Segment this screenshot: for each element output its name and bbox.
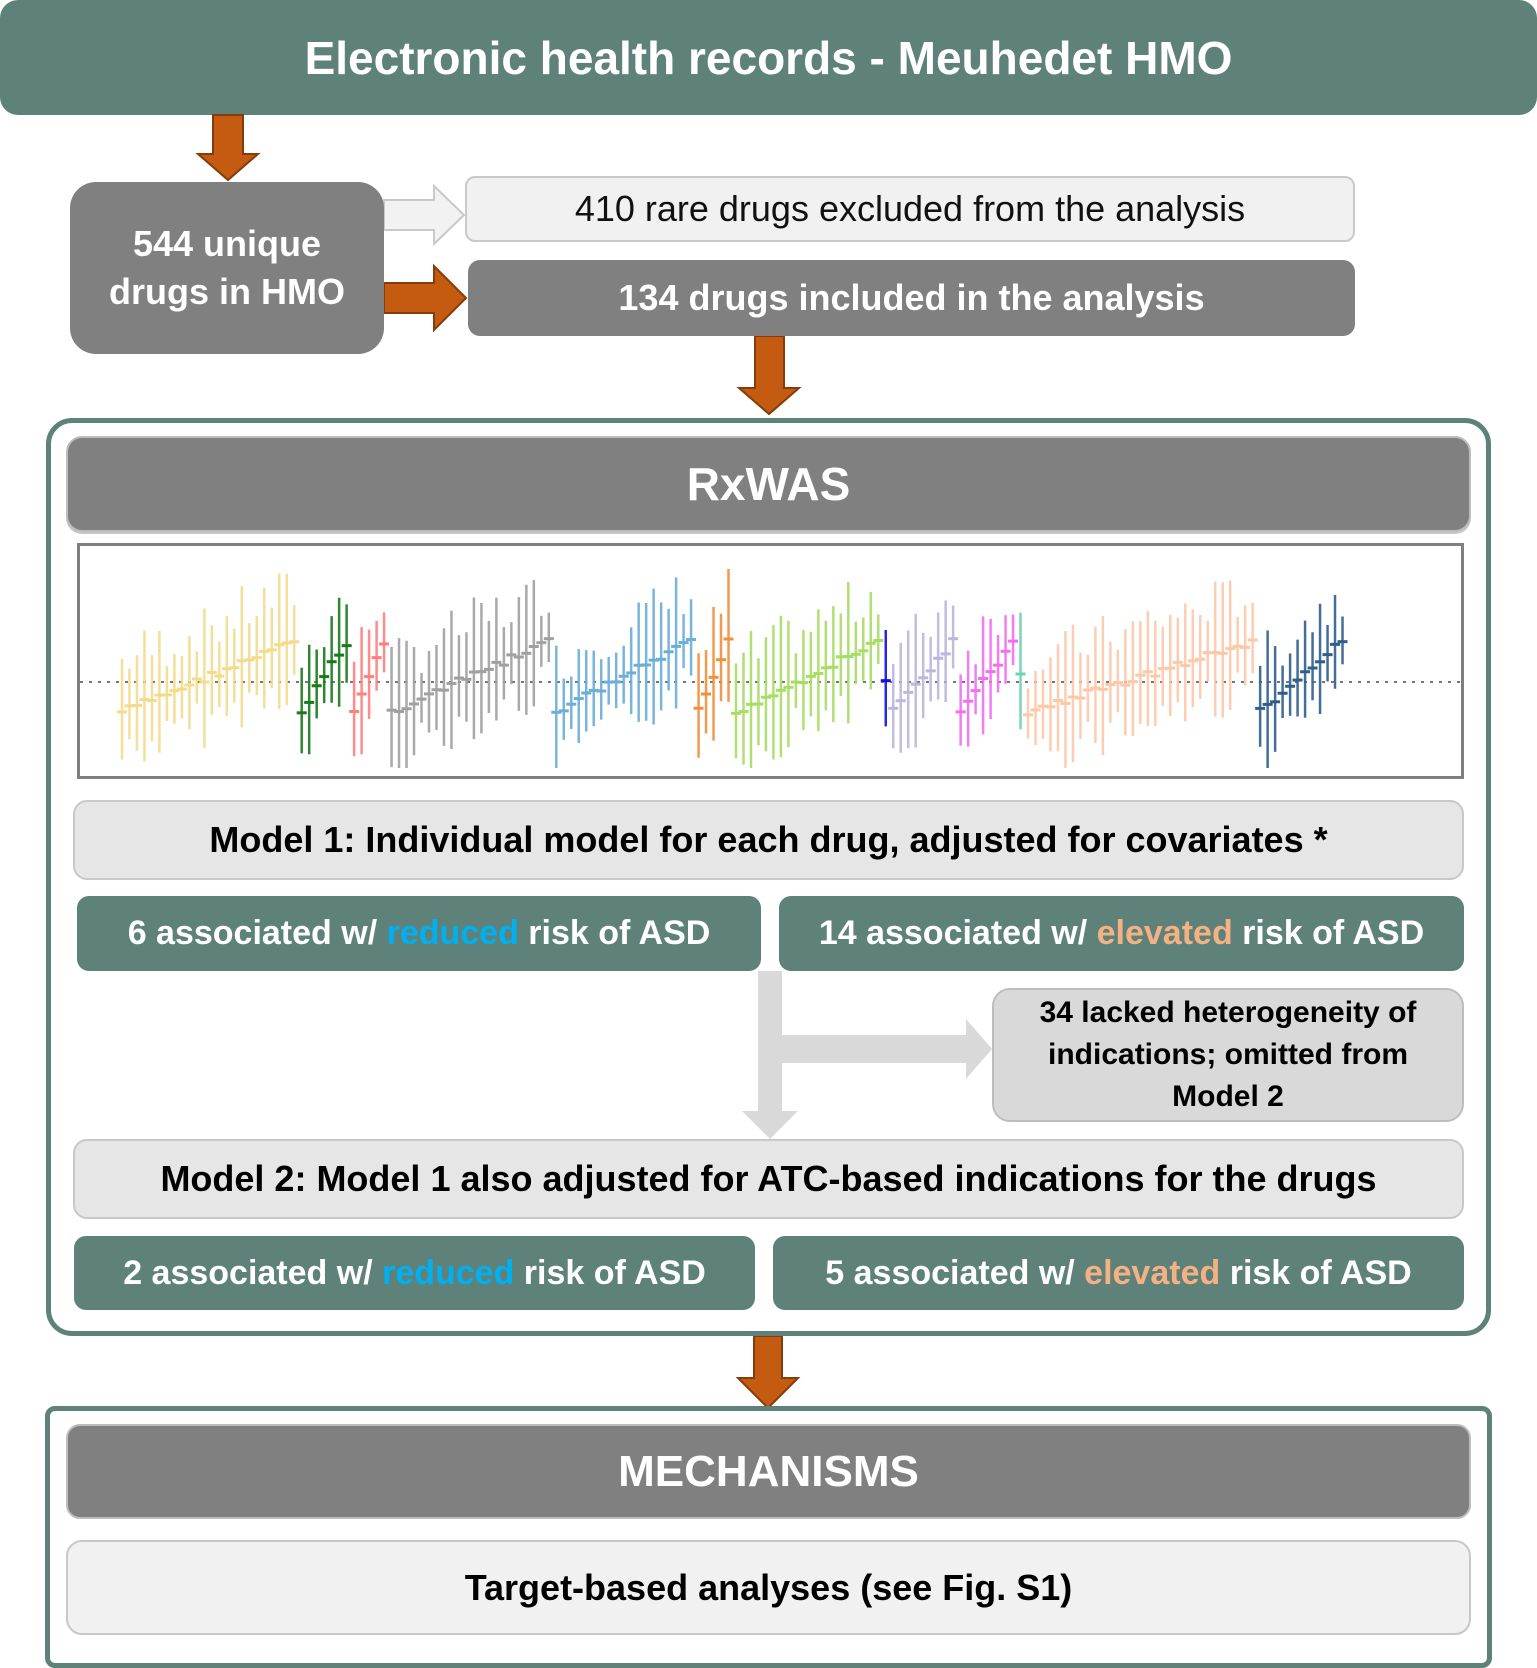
model2-reduced-prefix: 2 associated w/: [123, 1253, 383, 1292]
model1-reduced-suffix: risk of ASD: [518, 914, 711, 952]
model2-label: Model 2: Model 1 also adjusted for ATC-b…: [160, 1158, 1377, 1199]
included-drugs-box: 134 drugs included in the analysis: [468, 260, 1355, 336]
mechanisms-arrow: [735, 1336, 801, 1410]
down-arrow-icon: [195, 114, 261, 182]
model1-elevated-box: 14 associated w/ elevated risk of ASD: [779, 896, 1464, 971]
forest-plot: [80, 569, 1461, 768]
rxwas-title-label: RxWAS: [686, 458, 851, 510]
model2-box: Model 2: Model 1 also adjusted for ATC-b…: [73, 1139, 1464, 1219]
model1-elevated-prefix: 14 associated w/: [818, 914, 1097, 952]
right-arrow-orange-icon: [383, 263, 468, 333]
ehr-banner: Electronic health records - Meuhedet HMO: [0, 0, 1537, 115]
lacked-line1: 34 lacked heterogeneity of: [1039, 996, 1417, 1029]
model2-reduced-box: 2 associated w/ reduced risk of ASD: [74, 1236, 755, 1310]
lacked-heterogeneity-box: 34 lacked heterogeneity of indications; …: [992, 988, 1464, 1122]
model2-elevated-highlight: elevated: [1084, 1253, 1221, 1292]
model2-elevated-box: 5 associated w/ elevated risk of ASD: [773, 1236, 1464, 1310]
model2-reduced-suffix: risk of ASD: [514, 1253, 706, 1292]
lacked-line2: indications; omitted from: [1048, 1038, 1408, 1071]
mechanisms-title: MECHANISMS: [66, 1424, 1471, 1519]
branch-arrow: [742, 971, 992, 1139]
target-analyses-label: Target-based analyses (see Fig. S1): [464, 1566, 1073, 1608]
target-analyses-box: Target-based analyses (see Fig. S1): [66, 1540, 1471, 1635]
unique-drugs-line2: drugs in HMO: [109, 271, 345, 312]
model1-elevated-highlight: elevated: [1096, 914, 1233, 952]
model1-elevated-suffix: risk of ASD: [1232, 914, 1425, 952]
rxwas-title: RxWAS: [66, 436, 1471, 532]
top-arrows: [195, 114, 802, 416]
branch-arrow-icon: [742, 971, 992, 1139]
included-drugs-label: 134 drugs included in the analysis: [618, 277, 1205, 318]
down-arrow-icon: [736, 335, 802, 416]
model1-label: Model 1: Individual model for each drug,…: [209, 819, 1328, 860]
right-arrow-light-icon: [383, 183, 466, 247]
excluded-drugs-box: 410 rare drugs excluded from the analysi…: [465, 176, 1355, 242]
down-arrow-icon: [735, 1336, 801, 1410]
unique-drugs-line1: 544 unique: [132, 223, 322, 264]
model2-elevated-prefix: 5 associated w/: [825, 1253, 1085, 1292]
mechanisms-title-label: MECHANISMS: [618, 1446, 919, 1496]
rxwas-plot: [77, 543, 1464, 779]
model1-reduced-prefix: 6 associated w/: [127, 914, 387, 952]
model2-elevated-suffix: risk of ASD: [1220, 1253, 1412, 1292]
lacked-line3: Model 2: [1172, 1080, 1284, 1113]
model1-box: Model 1: Individual model for each drug,…: [73, 800, 1464, 880]
unique-drugs-box: 544 unique drugs in HMO: [70, 182, 384, 354]
excluded-drugs-label: 410 rare drugs excluded from the analysi…: [574, 188, 1246, 229]
model2-reduced-highlight: reduced: [382, 1253, 515, 1292]
model1-reduced-highlight: reduced: [386, 914, 519, 952]
model1-reduced-box: 6 associated w/ reduced risk of ASD: [77, 896, 761, 971]
ehr-title: Electronic health records - Meuhedet HMO: [304, 31, 1233, 84]
